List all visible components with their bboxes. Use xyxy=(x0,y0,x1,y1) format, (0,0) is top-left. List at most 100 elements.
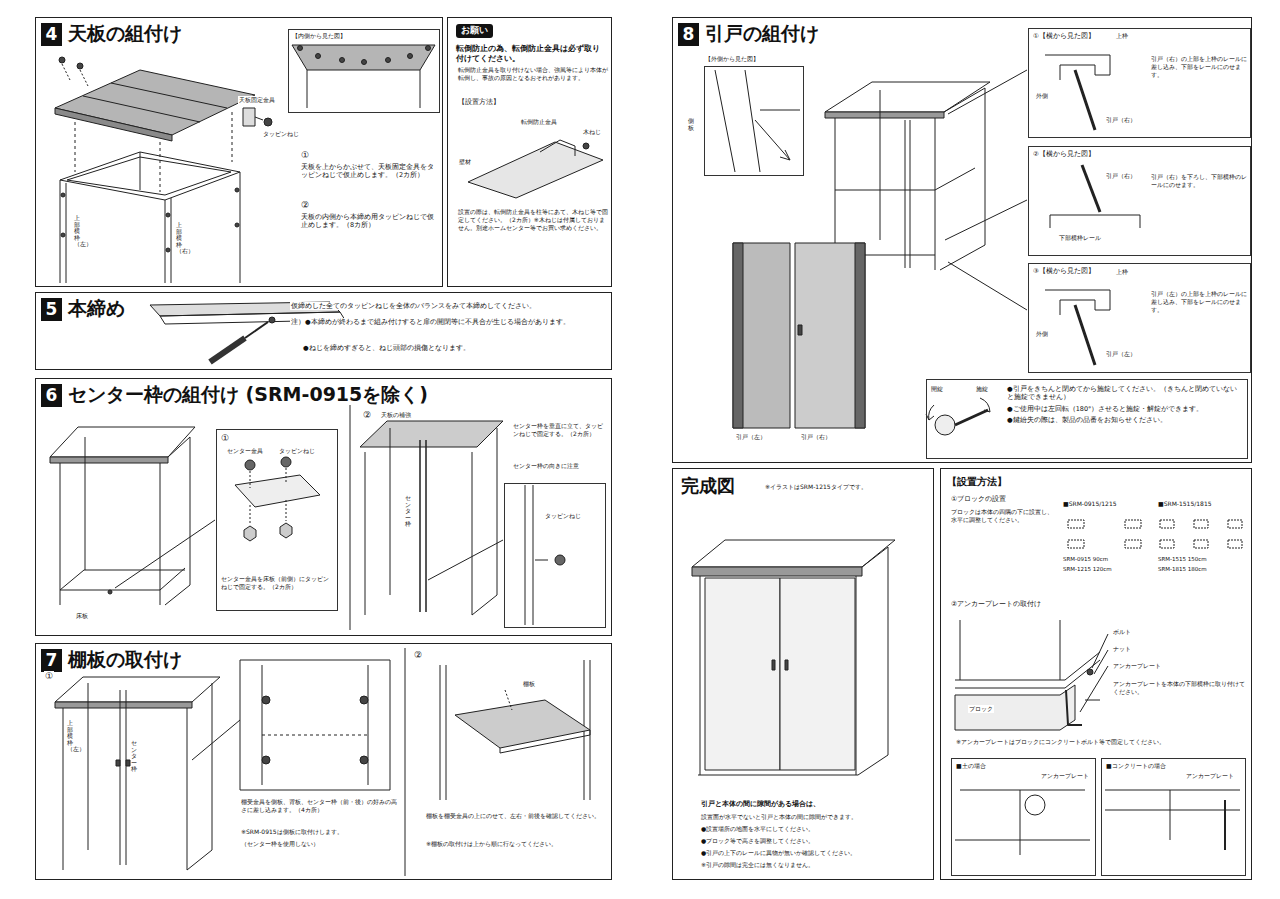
shed-drawing xyxy=(50,457,168,463)
part-label: 引戸（左） xyxy=(1105,350,1137,358)
roof-panel-drawing xyxy=(83,83,227,122)
panel-title: 【設置方法】 xyxy=(947,475,1007,488)
part-label: 引戸（右） xyxy=(800,433,832,441)
shed-drawing xyxy=(108,590,112,594)
part-label: ※アンカープレートはブロックにコンクリートボルト等で固定してください。 xyxy=(955,738,1247,746)
part-label: ※棚板の取付けは上から順に行なってください。 xyxy=(425,840,607,848)
shelf-bracket-drawing xyxy=(240,660,390,790)
instruction: 引戸（右）の上部を上枠のレールに差し込み、下部をレールにのせます。 xyxy=(1151,55,1247,78)
step-panel: 5本締め xyxy=(35,292,612,370)
anchor-plate-drawing xyxy=(955,685,1075,730)
center-frame-drawing xyxy=(535,560,548,561)
view-title: 【外側から見た図】 xyxy=(705,55,759,63)
part-label: 引戸（右） xyxy=(1105,172,1137,180)
vertical-label: 上部横枠（左） xyxy=(74,215,80,248)
step-number: 6 xyxy=(41,384,62,407)
shelf-board-drawing xyxy=(440,660,590,800)
roof-panel-drawing xyxy=(55,70,255,135)
center-bracket-drawing xyxy=(235,457,320,541)
shed-with-doors-drawing xyxy=(905,120,910,268)
vertical-label: センター枠 xyxy=(405,495,411,528)
part-label: 引戸（右） xyxy=(1105,116,1137,124)
part-label: ② xyxy=(362,410,372,422)
bracket-drawing xyxy=(255,117,263,120)
block-layout-drawing xyxy=(1228,520,1242,528)
shed-drawing xyxy=(60,568,185,590)
shelf-board-drawing xyxy=(440,660,590,800)
part-label: SRM-1215 120cm xyxy=(1062,566,1113,573)
block-layout-drawing xyxy=(1125,520,1141,528)
inside-view-drawing xyxy=(426,46,431,51)
part-label: 施錠 xyxy=(975,385,989,393)
shelf-board-drawing xyxy=(505,690,512,710)
part-label: ボルト xyxy=(1112,628,1132,636)
vertical-label: 上部横枠（左） xyxy=(67,720,73,753)
frame-drawing xyxy=(61,193,65,197)
notice-text: 転倒防止の為、転倒防止金具は必ず取り付けてください。 xyxy=(456,44,606,64)
step-panel: 7棚板の取付け xyxy=(35,643,612,880)
frame-drawing xyxy=(60,152,240,283)
part-label: 外側 xyxy=(1035,330,1049,338)
part-label: 棚板を棚受金具の上にのせて、左右・前後を確認してください。 xyxy=(425,812,607,820)
part-label: アンカープレート xyxy=(1040,772,1090,780)
frame-drawing xyxy=(235,188,239,192)
callout-box: ③【横から見た図】引戸（左）の上部を上枠のレールに差し込み、下部をレールにのせま… xyxy=(1028,263,1251,373)
bracket-drawing xyxy=(264,118,272,126)
shed-drawing xyxy=(115,520,215,588)
part-label: ■SRM-0915/1215 xyxy=(1062,500,1118,508)
door-detail-drawing xyxy=(715,70,800,172)
inset-box: 【外側から見た図】 xyxy=(704,66,804,176)
anchor-plate-drawing xyxy=(1087,669,1093,675)
part-label: ●ねじを締めすぎると、ねじ頭部の損傷となります。 xyxy=(302,344,604,352)
roof-panel-drawing xyxy=(59,57,65,63)
inside-view-drawing xyxy=(316,54,321,59)
part-label: ①ブロックの設置 xyxy=(950,495,1007,504)
center-frame-drawing xyxy=(360,421,565,625)
anchor-plate-drawing xyxy=(1080,634,1108,712)
part-label: タッピンねじ xyxy=(278,447,316,455)
part-label: 壁材 xyxy=(458,158,472,166)
warning-box: ●引戸をきちんと閉めてから施錠してください。（きちんと閉めていないと施錠できませ… xyxy=(926,379,1248,459)
finished-shed-drawing xyxy=(692,567,862,576)
part-label: 転倒防止金具 xyxy=(520,118,558,126)
shelf-board-drawing xyxy=(455,700,590,748)
part-label: 【設置方法】 xyxy=(457,98,501,107)
step-number: 7 xyxy=(41,649,62,672)
part-label: 外側 xyxy=(1035,92,1049,100)
roof-panel-drawing xyxy=(62,64,88,86)
divider-line xyxy=(405,648,406,876)
finished-shed-drawing xyxy=(858,547,888,775)
frame-drawing xyxy=(166,248,170,252)
ground-anchor-drawing xyxy=(955,790,1090,855)
part-label: ●引戸の上下のレールに異物が無いか確認してください。 xyxy=(700,849,927,857)
shelf-bracket-drawing xyxy=(192,720,240,760)
part-label: 設置面が水平でないと引戸と本体の間に隙間ができます。 xyxy=(700,813,927,821)
roof-panel-drawing xyxy=(55,108,172,141)
wall-bracket-drawing xyxy=(583,143,589,149)
shelf-bracket-drawing xyxy=(116,760,120,766)
rail-detail-drawing xyxy=(1075,305,1095,365)
inside-view-drawing xyxy=(298,46,303,51)
finished-shed-drawing xyxy=(692,540,895,567)
block-layout-drawing xyxy=(1068,540,1084,548)
step-number: 4 xyxy=(41,23,62,46)
part-label: 下部横枠レール xyxy=(1058,234,1102,242)
part-label: ■SRM-1515/1815 xyxy=(1157,500,1213,508)
finished-shed-drawing xyxy=(698,576,858,775)
step-panel: 4天板の組付け【内側から見た図】 xyxy=(35,17,443,287)
shed-with-doors-drawing xyxy=(825,112,944,118)
part-label: アンカープレート xyxy=(1185,772,1235,780)
block-layout-drawing xyxy=(1228,540,1242,548)
part-label: 棚板 xyxy=(522,680,536,688)
shelf-bracket-drawing xyxy=(262,696,270,704)
finished-shed-drawing xyxy=(705,578,780,770)
instruction: センター金具を床板（前側）にタッピンねじで固定する。（2カ所） xyxy=(221,575,333,591)
door-detail-drawing xyxy=(715,70,800,172)
part-label: ブロックは本体の四隅の下に設置し、水平に調整してください。 xyxy=(950,508,1057,524)
shelf-bracket-drawing xyxy=(55,660,390,870)
center-bracket-drawing xyxy=(250,468,286,488)
step-title: 引戸の組付け xyxy=(705,22,819,45)
shelf-bracket-drawing xyxy=(55,702,192,708)
part-label: タッピンねじ xyxy=(545,512,581,520)
